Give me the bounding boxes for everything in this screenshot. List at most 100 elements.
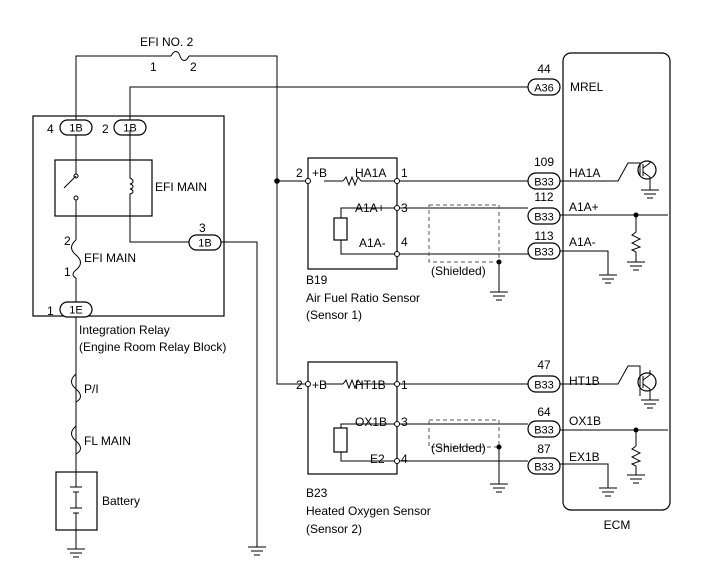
shield-box [428,419,500,448]
ground-symbols [67,291,508,558]
resistor-icon [630,231,642,253]
ecm-pin-number: 47 [537,358,551,372]
sensor-terminal [394,421,400,427]
relay-pin: 1 [47,304,54,318]
plus-b-label: +B [312,166,327,180]
ecm-signal-label: HT1B [569,374,600,388]
ground-icon [67,548,85,558]
fuse-symbol [170,51,190,61]
fuse-symbol [71,425,81,455]
ecm-pin-number: 64 [537,405,551,419]
fuse-symbol [71,373,81,403]
sensor-element-icon [333,217,348,241]
sensor-terminal [305,178,311,184]
ecm-connector [527,207,561,225]
ecm-signal-label: A1A+ [569,200,599,214]
relay-pin: 1 [64,265,71,279]
a1a-minus-label: A1A- [359,236,386,250]
ecm-connector [527,78,561,96]
sensor-terminal [394,381,400,387]
plus-b-label: +B [312,378,327,392]
battery: Battery [55,471,140,531]
ecm-connector-label: B33 [534,177,554,189]
ecm-signal-label: A1A- [569,235,596,249]
relay-contact [73,195,79,201]
heater-transistor-icon [637,370,659,409]
junction-dot [274,178,280,184]
sensor-b23-outline [307,361,398,475]
heater-transistor-icon [637,160,659,199]
ecm-connector [527,457,561,475]
connector-1b-label: 1B [198,238,211,250]
fuse-pi: P/I [71,373,99,403]
ecm-connector [527,242,561,260]
sensor-b19-outline [307,157,398,270]
ecm-connector-label: B33 [534,380,554,392]
ecm-signal-label: MREL [570,80,604,94]
relay-pin: 2 [64,234,71,248]
sensor-terminal [305,381,311,387]
relay-pin: 3 [199,221,206,235]
sensor-terminal [394,178,400,184]
ecm: ECM 44 A36 MREL 109 B33 HA1A 112 B33 A1A… [527,52,671,532]
sensor-code: B19 [306,273,328,287]
fuse-fl-main: FL MAIN [71,425,131,455]
ecm-pin-number: 87 [537,442,551,456]
sensor-terminal [394,251,400,257]
heater-resistor-icon [342,175,362,187]
ground-icon [490,291,508,301]
ecm-connector-label: B33 [534,247,554,259]
ground-icon [599,487,617,497]
fuse-efi-no2: EFI NO. 2 1 2 [140,35,197,74]
ground-icon [490,483,508,493]
sensor-terminal [394,458,400,464]
relay-coil-label: EFI MAIN [155,180,207,194]
sensor-name: Air Fuel Ratio Sensor [306,291,420,305]
relay-pin: 4 [47,122,54,136]
sensor-pin: 1 [401,378,408,392]
fuse-pin: 1 [150,60,157,74]
efi-main-fuse-symbol [71,239,81,279]
ecm-connector [527,420,561,438]
ha1a-label: HA1A [355,166,386,180]
connector-1b-label: 1B [69,123,82,135]
sensor-pin: 4 [401,235,408,249]
ecm-connector [527,172,561,190]
shield-junction [496,259,502,265]
connector-1b [188,234,222,251]
junctions [274,178,639,433]
resistor-icon [630,445,642,467]
ecm-pin-number: 44 [537,62,551,76]
relay-block-outline [32,115,225,317]
connector-1b-label: 1B [123,123,136,135]
sensor-position: (Sensor 2) [306,522,362,536]
relay-coil-symbol [129,130,134,196]
shielded-label: (Shielded) [431,264,486,278]
wires [75,55,668,549]
connector-1e [59,301,93,318]
ecm-outline [562,52,671,511]
e2-label: E2 [370,452,385,466]
ground-icon [248,546,266,556]
fuse-efi-no2-label: EFI NO. 2 [140,35,194,49]
sensor-pin: 2 [296,166,303,180]
ecm-connector-label: B33 [534,425,554,437]
battery-label: Battery [102,494,140,508]
fuse-fl-main-label: FL MAIN [84,434,131,448]
efi-main-relay-box [54,159,153,217]
relay-block-subtitle: (Engine Room Relay Block) [79,340,226,354]
ecm-pin-number: 109 [534,155,554,169]
fuse-pi-label: P/I [84,382,99,396]
ground-icon [599,274,617,284]
ox1b-label: OX1B [355,415,387,429]
fuse-pin: 2 [190,60,197,74]
ground-icon [627,261,645,271]
ecm-signal-label: HA1A [569,166,600,180]
sensor-name: Heated Oxygen Sensor [306,504,431,518]
a1a-plus-label: A1A+ [355,201,385,215]
ecm-pin-number: 113 [534,229,553,243]
efi-main-fuse-label: EFI MAIN [84,251,136,265]
ecm-connector-label: A36 [534,83,554,95]
sensor-position: (Sensor 1) [306,308,362,322]
